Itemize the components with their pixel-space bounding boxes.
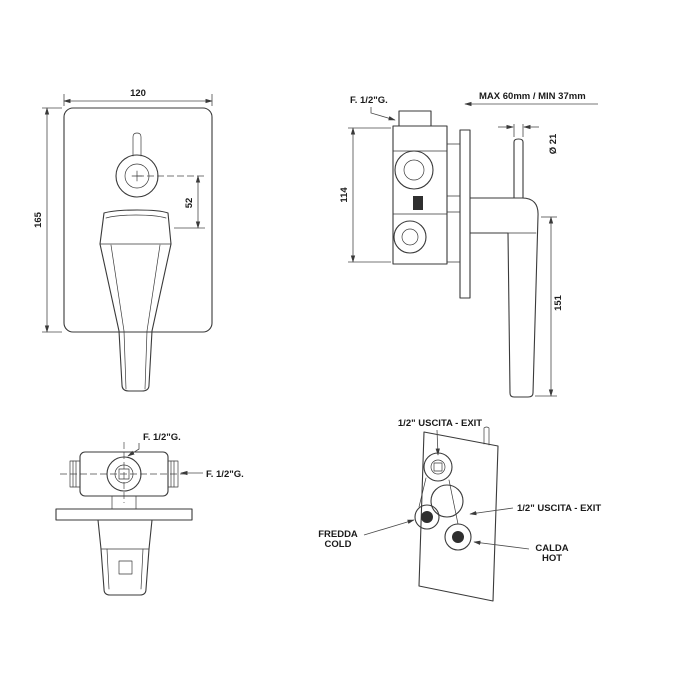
side-handle-pin (513, 138, 524, 199)
back-hot-callout: CALDA HOT (473, 540, 569, 564)
top-inlet-top-callout: F. 1/2"G. (127, 432, 181, 457)
front-dim-offset-label: 52 (184, 198, 195, 209)
side-dim-pin-diameter: Ø 21 (498, 124, 559, 154)
top-plate-edge (55, 508, 193, 521)
side-depth-callout: MAX 60mm / MIN 37mm (464, 91, 598, 107)
back-hot-label-line1: CALDA (535, 543, 568, 554)
front-dim-offset: 52 (137, 175, 205, 229)
top-inlet-top-label: F. 1/2"G. (143, 432, 181, 443)
side-handle (469, 138, 539, 398)
back-outlet-top-callout: 1/2" USCITA - EXIT (398, 418, 482, 456)
side-dim-handle-length-label: 151 (553, 294, 564, 311)
front-plate-outline (63, 107, 213, 333)
top-handle-plan (97, 519, 153, 596)
front-view: 120 165 52 (33, 88, 213, 392)
front-dim-width-label: 120 (130, 88, 146, 99)
side-depth-label: MAX 60mm / MIN 37mm (479, 91, 586, 102)
side-inlet-label: F. 1/2"G. (350, 95, 388, 106)
top-view: F. 1/2"G. F. 1/2"G. (55, 432, 244, 596)
top-inlet-side-label: F. 1/2"G. (206, 469, 244, 480)
back-hot-label-line2: HOT (542, 553, 562, 564)
back-cold-label-line1: FREDDA (318, 529, 358, 540)
back-outlet-top-label: 1/2" USCITA - EXIT (398, 418, 482, 429)
front-dim-height: 165 (33, 107, 62, 333)
side-view: F. 1/2"G. MAX 60mm / MIN 37mm Ø 21 114 1… (339, 91, 598, 398)
side-valve-body (392, 110, 461, 265)
side-dim-pin-diameter-label: Ø 21 (548, 133, 559, 154)
side-wall-plate-section (459, 129, 471, 299)
front-handle (99, 209, 172, 392)
back-view: 1/2" USCITA - EXIT 1/2" USCITA - EXIT FR… (318, 418, 601, 602)
side-dim-body-height-label: 114 (339, 187, 350, 203)
front-rosette (115, 132, 159, 198)
top-valve-body (69, 451, 179, 510)
back-cold-label-line2: COLD (325, 539, 352, 550)
back-valve-body (414, 452, 472, 551)
back-cold-callout: FREDDA COLD (318, 519, 415, 550)
side-dim-handle-length: 151 (535, 216, 564, 397)
front-dim-height-label: 165 (33, 211, 44, 228)
side-dim-body-height: 114 (339, 127, 391, 263)
back-plate-pin (483, 426, 490, 446)
back-outlet-side-label: 1/2" USCITA - EXIT (517, 503, 601, 514)
side-inlet-callout: F. 1/2"G. (350, 95, 396, 121)
back-outlet-side-callout: 1/2" USCITA - EXIT (469, 503, 601, 516)
top-inlet-side-callout: F. 1/2"G. (180, 469, 244, 480)
back-plate-outline (418, 431, 499, 602)
front-dim-width: 120 (63, 88, 213, 106)
